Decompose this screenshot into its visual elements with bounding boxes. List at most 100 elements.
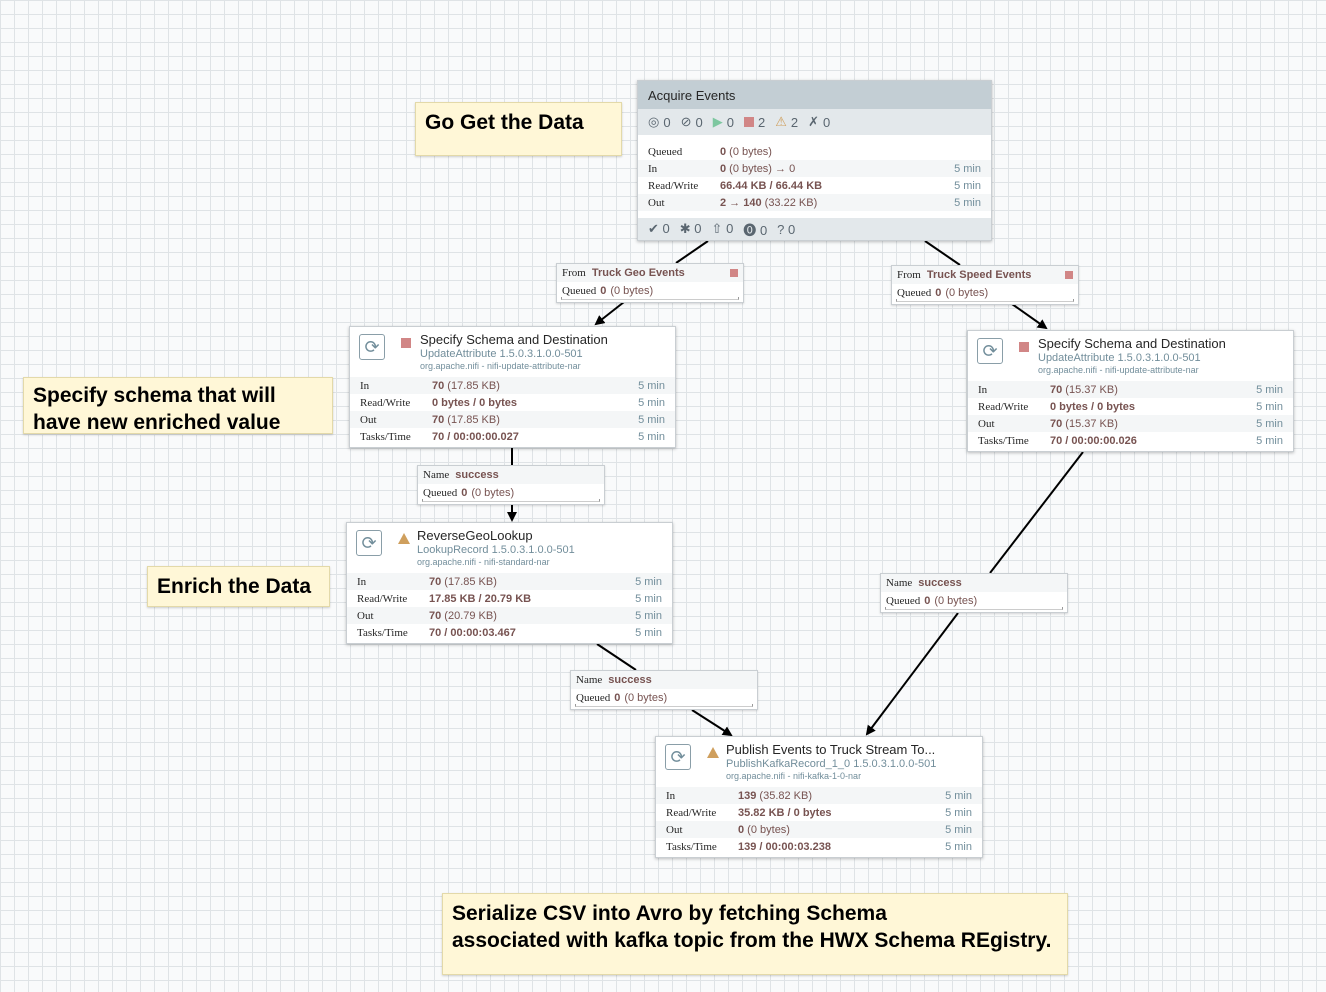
stats-value: 70 (20.79 KB)	[429, 610, 497, 622]
stat-stopped: 2	[757, 114, 766, 130]
stats-value: 17.85 KB / 20.79 KB	[429, 593, 531, 605]
stopped-icon	[401, 338, 411, 348]
stats-value-detail: (20.79 KB)	[441, 609, 497, 622]
stat-locally-modified: 0	[694, 221, 702, 236]
processor-publish-kafka[interactable]: ⟳ Publish Events to Truck Stream To... P…	[655, 736, 983, 858]
note-line: Specify schema that will	[33, 384, 276, 407]
processor-name: Specify Schema and Destination	[420, 332, 608, 347]
conn-key: Queued	[423, 487, 458, 499]
stats-value-main: 70 / 00:00:00.026	[1050, 434, 1137, 447]
note-line: have new enriched value	[33, 411, 281, 434]
processor-name: ReverseGeoLookup	[417, 528, 533, 543]
stats-value: 70 / 00:00:00.026	[1050, 435, 1137, 447]
stats-value: 0 (0 bytes) → 0	[720, 163, 795, 175]
stats-key: Tasks/Time	[357, 626, 408, 639]
stats-key: Queued	[648, 145, 683, 158]
stats-window: 5 min	[954, 196, 981, 209]
stats-value-main: 70 / 00:00:00.027	[432, 430, 519, 443]
stats-value: 2 → 140 (33.22 KB)	[720, 197, 817, 209]
warning-icon	[398, 533, 410, 544]
stat-disabled: 0	[822, 114, 831, 130]
stats-key: Tasks/Time	[360, 430, 411, 443]
stats-key: Out	[357, 609, 374, 622]
processor-type: UpdateAttribute 1.5.0.3.1.0.0-501	[420, 348, 583, 360]
processor-reverse-geo-lookup[interactable]: ⟳ ReverseGeoLookup LookupRecord 1.5.0.3.…	[346, 522, 673, 644]
stats-window: 5 min	[638, 430, 665, 443]
conn-queued-size: (0 bytes)	[624, 692, 668, 704]
stats-value-detail: (0 bytes)	[744, 823, 790, 836]
stats-value: 70 (17.85 KB)	[429, 576, 497, 588]
stats-value: 70 (17.85 KB)	[432, 380, 500, 392]
stats-value: 0 (0 bytes)	[720, 146, 772, 158]
stats-row: Queued 0 (0 bytes)	[638, 143, 991, 160]
stats-key: Read/Write	[978, 400, 1029, 413]
processor-specify-schema-left[interactable]: ⟳ Specify Schema and Destination UpdateA…	[349, 326, 676, 448]
processor-type: PublishKafkaRecord_1_0 1.5.0.3.1.0.0-501	[726, 758, 937, 770]
stats-key: In	[357, 575, 367, 588]
stat-invalid: 2	[790, 114, 799, 130]
stats-value-main: 70	[1050, 383, 1063, 396]
conn-key: From	[897, 269, 921, 281]
stats-value: 66.44 KB / 66.44 KB	[720, 180, 822, 192]
stats-key: Tasks/Time	[666, 840, 717, 853]
conn-key: Name	[886, 577, 913, 589]
note-line: associated with kafka topic from the HWX…	[452, 929, 1052, 952]
stats-value-detail: (17.85 KB)	[444, 379, 500, 392]
conn-queued: 0	[614, 692, 621, 704]
note-serialize-csv[interactable]: Serialize CSV into Avro by fetching Sche…	[442, 893, 1068, 975]
stats-value-detail: (35.82 KB)	[756, 789, 812, 802]
conn-source: Truck Speed Events	[926, 269, 1032, 281]
queue-bar	[896, 299, 1074, 302]
stats-window: 5 min	[638, 396, 665, 409]
stats-window: 5 min	[1256, 434, 1283, 447]
stats-value-main: 17.85 KB / 20.79 KB	[429, 592, 532, 605]
stats-key: Out	[978, 417, 995, 430]
note-enrich-data[interactable]: Enrich the Data	[147, 566, 330, 607]
queue-bar	[561, 297, 739, 300]
processor-name: Specify Schema and Destination	[1038, 336, 1226, 351]
stopped-icon	[730, 269, 738, 277]
stats-value: 70 / 00:00:00.027	[432, 431, 519, 443]
stats-key: Read/Write	[648, 179, 699, 192]
processor-specify-schema-right[interactable]: ⟳ Specify Schema and Destination UpdateA…	[967, 330, 1294, 452]
stat-stale: 0	[726, 221, 734, 236]
conn-name: success	[608, 674, 652, 686]
sync-failure-icon: ⓿	[743, 222, 757, 238]
stats-row: Tasks/Time 70 / 00:00:00.027 5 min	[350, 428, 675, 445]
note-go-get-data[interactable]: Go Get the Data	[415, 102, 622, 156]
stats-value-main: 0 bytes / 0 bytes	[1050, 400, 1135, 413]
processor-bundle: org.apache.nifi - nifi-update-attribute-…	[1038, 365, 1199, 375]
conn-queued-size: (0 bytes)	[945, 287, 989, 299]
stopped-icon	[743, 117, 754, 127]
stat-up-to-date: 0	[662, 221, 670, 236]
invalid-icon: ⚠	[775, 114, 787, 129]
conn-key: Queued	[897, 287, 932, 299]
stat-running: 0	[726, 114, 734, 130]
note-specify-schema[interactable]: Specify schema that will have new enrich…	[23, 377, 333, 434]
stats-key: Read/Write	[666, 806, 717, 819]
conn-queued-size: (0 bytes)	[610, 285, 654, 297]
conn-key: Queued	[562, 285, 597, 297]
connection-line-speed-lower	[1011, 303, 1048, 330]
stats-key: Out	[666, 823, 683, 836]
stats-window: 5 min	[945, 789, 972, 802]
stats-value: 139 (35.82 KB)	[738, 790, 812, 802]
stats-value-detail: (15.37 KB)	[1062, 417, 1118, 430]
